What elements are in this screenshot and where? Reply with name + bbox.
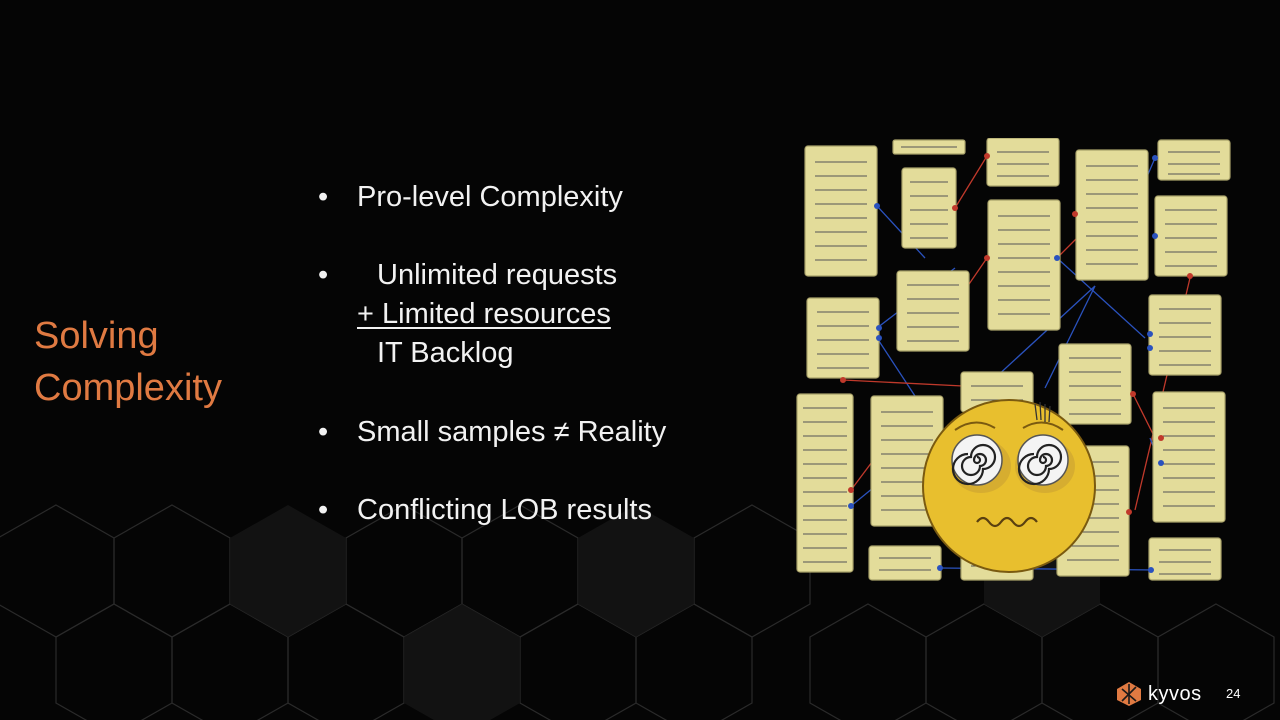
bullet-marker: • — [318, 416, 329, 448]
bullet-item-1: • Pro-level Complexity — [318, 178, 623, 217]
bullet-marker: • — [318, 494, 329, 526]
bullet-text: Small samples ≠ Reality — [357, 416, 667, 448]
bullet-text: Pro-level Complexity — [357, 181, 623, 213]
bullet-marker: • — [318, 259, 329, 291]
title-line-2: Complexity — [34, 367, 222, 409]
title-line-1: Solving — [34, 315, 159, 357]
kyvos-cube-icon — [1117, 682, 1141, 706]
bullet-2-line-2: + Limited resources — [357, 298, 611, 330]
page-number: 24 — [1226, 686, 1241, 701]
bullet-item-3: • Small samples ≠ Reality — [318, 413, 666, 452]
bullet-text: Conflicting LOB results — [357, 494, 652, 526]
dizzy-face-with-documents-icon — [796, 138, 1231, 581]
bullet-item-4: • Conflicting LOB results — [318, 491, 652, 530]
slide-title: Solving Complexity — [34, 310, 274, 414]
bullet-item-2: • — [318, 256, 357, 295]
bullet-marker: • — [318, 181, 329, 213]
kyvos-logo: kyvos — [1116, 681, 1202, 707]
bullet-2-line-3: IT Backlog — [377, 337, 514, 369]
dizzy-face — [922, 399, 1096, 573]
kyvos-logo-text: kyvos — [1148, 682, 1202, 705]
bullet-2-line-1: Unlimited requests — [377, 259, 618, 291]
